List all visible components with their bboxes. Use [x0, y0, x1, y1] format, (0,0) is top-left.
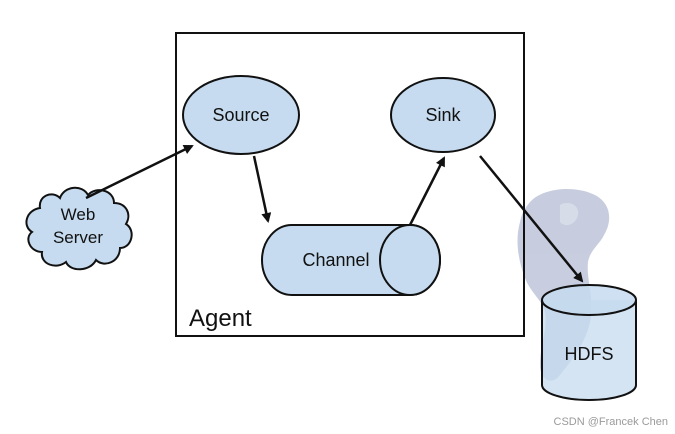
sink-label: Sink [425, 105, 461, 125]
hdfs-label: HDFS [565, 344, 614, 364]
sink-node: Sink [390, 77, 496, 153]
watermark: CSDN @Francek Chen [554, 416, 668, 428]
web-server-label-line2: Server [53, 228, 103, 247]
agent-box [175, 32, 525, 337]
hdfs-node: HDFS [541, 284, 637, 401]
channel-node: Channel [261, 224, 441, 296]
arrow-source-to-channel [252, 155, 272, 223]
arrow-sink-to-hdfs [479, 155, 584, 283]
agent-label: Agent [189, 305, 252, 332]
arrow-channel-to-sink [408, 156, 446, 226]
channel-label: Channel [302, 250, 369, 270]
source-node: Source [182, 75, 300, 155]
web-server-label-line1: Web [61, 205, 96, 224]
source-label: Source [212, 105, 269, 125]
arrow-webserver-to-source [85, 144, 194, 200]
web-server-cloud: Web Server [25, 186, 133, 271]
